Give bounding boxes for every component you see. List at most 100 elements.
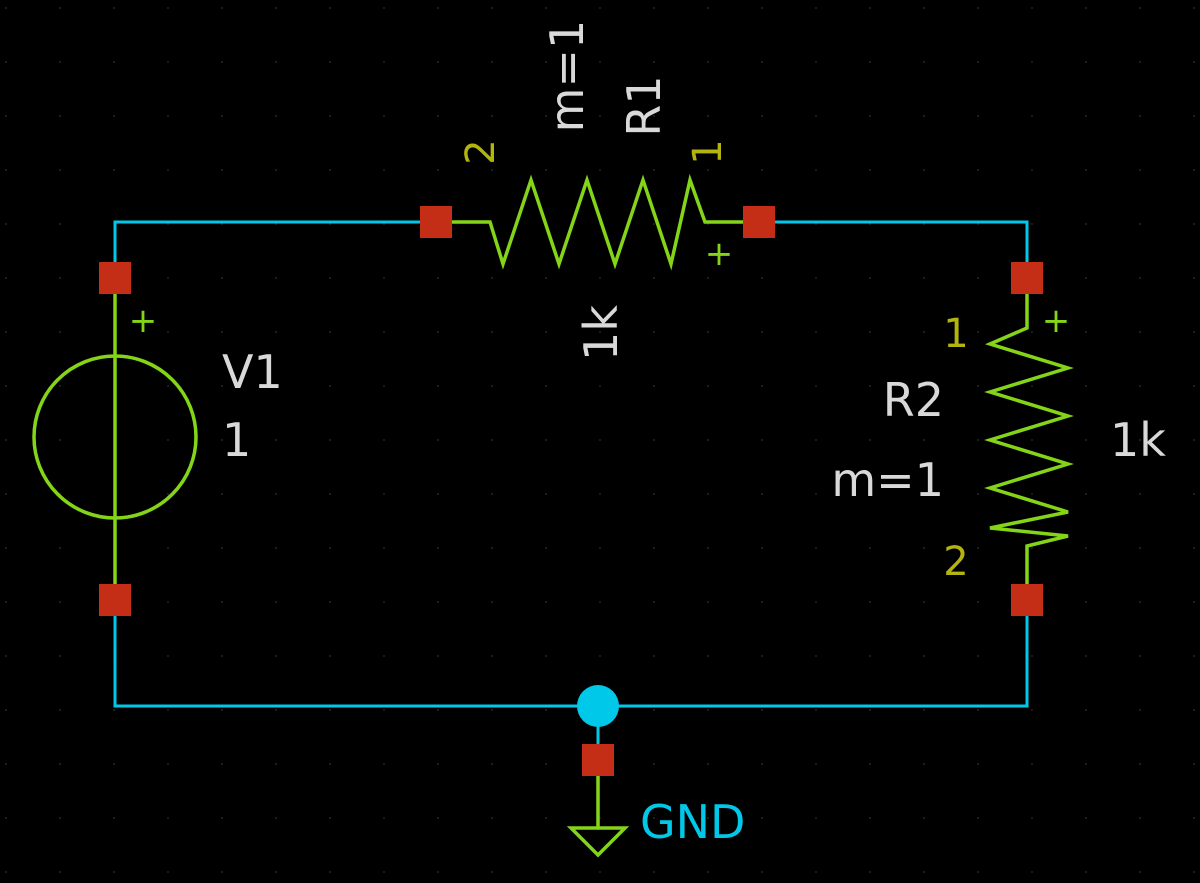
- grid-dot: [1139, 547, 1141, 549]
- grid-dot: [437, 61, 439, 63]
- grid-dot: [599, 493, 601, 495]
- wire-v1-bottom-to-junction[interactable]: [113, 598, 600, 708]
- resistor-r2[interactable]: 1 2 + R2 m=1 1k: [831, 276, 1166, 602]
- wire-r1-to-r2-top[interactable]: [757, 220, 1029, 280]
- grid-dot: [599, 601, 601, 603]
- grid-dot: [761, 61, 763, 63]
- grid-dot: [815, 871, 817, 873]
- grid-dot: [815, 817, 817, 819]
- grid-dot: [869, 115, 871, 117]
- grid-dot: [599, 7, 601, 9]
- grid-dot: [5, 61, 7, 63]
- grid-dot: [329, 277, 331, 279]
- grid-dot: [383, 817, 385, 819]
- grid-dot: [1085, 655, 1087, 657]
- r1-pin2-marker[interactable]: [420, 206, 452, 238]
- grid-dot: [167, 7, 169, 9]
- grid-dot: [977, 871, 979, 873]
- grid-dot: [1031, 7, 1033, 9]
- grid-dot: [1031, 439, 1033, 441]
- grid-dot: [1139, 817, 1141, 819]
- grid-dot: [275, 601, 277, 603]
- grid-dot: [545, 763, 547, 765]
- wire-v1-top-to-r1[interactable]: [113, 220, 438, 280]
- grid-dot: [1031, 547, 1033, 549]
- grid-dot: [1193, 439, 1195, 441]
- r2-pin2-marker[interactable]: [1011, 584, 1043, 616]
- grid-dot: [545, 115, 547, 117]
- grid-dot: [707, 169, 709, 171]
- grid-dot: [923, 871, 925, 873]
- grid-dot: [815, 547, 817, 549]
- grid-dot: [437, 493, 439, 495]
- grid-dot: [923, 601, 925, 603]
- grid-dot: [1085, 169, 1087, 171]
- grid-dot: [275, 493, 277, 495]
- grid-dot: [977, 169, 979, 171]
- r2-plus-marker: +: [1042, 301, 1071, 341]
- grid-dot: [977, 439, 979, 441]
- resistor-r1[interactable]: 2 1 m=1 R1 1k +: [434, 20, 761, 361]
- grid-dot: [707, 277, 709, 279]
- grid-dot: [59, 169, 61, 171]
- grid-dot: [1193, 331, 1195, 333]
- grid-dot: [113, 817, 115, 819]
- grid-dot: [707, 115, 709, 117]
- v1-pin-top-marker[interactable]: [99, 262, 131, 294]
- grid-dot: [5, 817, 7, 819]
- grid-dot: [167, 115, 169, 117]
- grid-dot: [59, 871, 61, 873]
- grid-dot: [1031, 223, 1033, 225]
- gnd-pin-marker[interactable]: [582, 744, 614, 776]
- grid-dot: [1193, 61, 1195, 63]
- grid-dot: [707, 547, 709, 549]
- grid-dot: [1139, 763, 1141, 765]
- grid-dot: [167, 493, 169, 495]
- resistor-r2-zigzag: [984, 276, 1074, 602]
- grid-dot: [275, 439, 277, 441]
- grid-dot: [221, 277, 223, 279]
- grid-dot: [1139, 601, 1141, 603]
- grid-dot: [167, 655, 169, 657]
- grid-dot: [815, 331, 817, 333]
- grid-dot: [545, 439, 547, 441]
- grid-dot: [383, 709, 385, 711]
- grid-dot: [1139, 493, 1141, 495]
- grid-dot: [491, 493, 493, 495]
- grid-dot: [113, 871, 115, 873]
- grid-dot: [653, 385, 655, 387]
- grid-dot: [1193, 547, 1195, 549]
- grid-dot: [167, 817, 169, 819]
- r2-pin1-marker[interactable]: [1011, 262, 1043, 294]
- grid-dot: [437, 331, 439, 333]
- grid-dot: [167, 763, 169, 765]
- grid-dot: [329, 871, 331, 873]
- grid-dot: [329, 493, 331, 495]
- grid-dot: [221, 7, 223, 9]
- grid-dot: [59, 817, 61, 819]
- grid-dot: [221, 169, 223, 171]
- v1-pin-bottom-marker[interactable]: [99, 584, 131, 616]
- grid-dot: [329, 763, 331, 765]
- r1-pin1-marker[interactable]: [743, 206, 775, 238]
- grid-dot: [167, 601, 169, 603]
- grid-dot: [491, 169, 493, 171]
- grid-dot: [653, 763, 655, 765]
- grid-dot: [1031, 385, 1033, 387]
- grid-dot: [437, 7, 439, 9]
- wire-junction-to-r2-bottom[interactable]: [596, 598, 1029, 708]
- grid-dot: [977, 763, 979, 765]
- grid-dot: [275, 655, 277, 657]
- grid-dot: [707, 871, 709, 873]
- grid-dot: [653, 871, 655, 873]
- grid-dot: [545, 547, 547, 549]
- grid-dot: [437, 115, 439, 117]
- grid-dot: [1085, 277, 1087, 279]
- grid-dot: [545, 655, 547, 657]
- grid-dot: [653, 655, 655, 657]
- grid-dot: [5, 871, 7, 873]
- wire-junction-dot[interactable]: [577, 685, 619, 727]
- grid-dot: [1193, 7, 1195, 9]
- voltage-source-v1[interactable]: + V1 1: [32, 276, 283, 602]
- ground-symbol[interactable]: GND: [566, 760, 745, 858]
